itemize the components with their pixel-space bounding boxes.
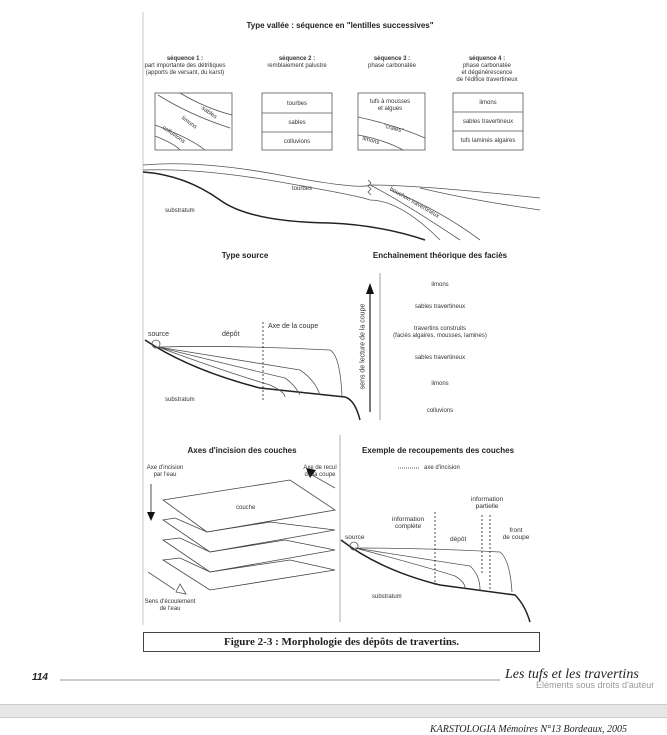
facies-item: limons xyxy=(431,381,449,387)
valley-label: substratum xyxy=(165,208,195,214)
facies-item: travertins construits(faciès algaires, m… xyxy=(393,326,487,339)
facies-item: limons xyxy=(431,282,449,288)
title-vallee: Type vallée : séquence en "lentilles suc… xyxy=(246,21,434,30)
title-axes: Axes d'incision des couches xyxy=(187,446,297,455)
legend-label: axe d'incision xyxy=(424,465,460,471)
figure-caption: Figure 2-3 : Morphologie des dépôts de t… xyxy=(143,632,540,652)
watermark: Eléments sous droits d'auteur xyxy=(536,680,655,690)
layer-label: sables travertineux xyxy=(462,119,514,125)
depot-label: dépôt xyxy=(222,331,240,338)
running-title: Les tufs et les travertins xyxy=(505,667,639,682)
footer-text: KARSTOLOGIA Mémoires N°13 Bordeaux, 2005 xyxy=(430,724,628,735)
arrow-label: sens de lecture de la coupe xyxy=(359,303,367,390)
facies-item: sables travertineux xyxy=(414,304,466,310)
title-facies: Enchaînement théorique des faciès xyxy=(372,251,508,260)
title-exemple: Exemple de recoupements des couches xyxy=(361,446,515,455)
couche-label: couche xyxy=(236,505,256,511)
sequence-2: séquence 2 :remblaiement palustre xyxy=(267,56,327,69)
layer-label: tufs laminés algaires xyxy=(460,138,516,144)
layer-label: colluvions xyxy=(283,139,311,145)
facies-item: colluvions xyxy=(426,408,454,414)
facies-item: sables travertineux xyxy=(414,355,466,361)
sequence-3: séquence 3 :phase carbonatée xyxy=(367,56,417,69)
layer-label: limons xyxy=(479,100,497,106)
axe-label: Axe de la coupe xyxy=(268,323,319,330)
source-label: source xyxy=(345,534,365,541)
page-number: 114 xyxy=(32,672,48,683)
sequence-1: séquence 1 :part importante des détritiq… xyxy=(144,56,226,76)
title-source: Type source xyxy=(221,251,269,260)
page-separator xyxy=(0,704,667,718)
source-label: source xyxy=(148,331,170,338)
substratum-label: substratum xyxy=(165,397,195,403)
depot-label: dépôt xyxy=(450,536,467,543)
substratum-label: substratum xyxy=(372,594,402,600)
valley-label: tourbes xyxy=(292,186,313,192)
layer-label: sables xyxy=(288,120,306,126)
layer-label: tourbes xyxy=(286,101,308,107)
